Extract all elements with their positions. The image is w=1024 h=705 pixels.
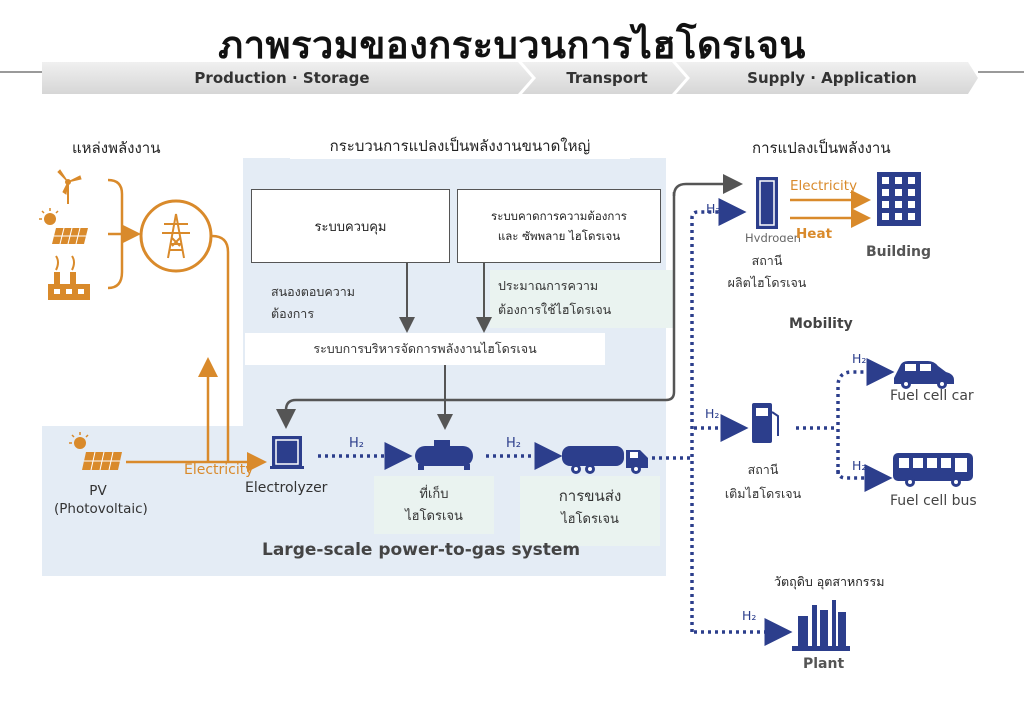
respond-line-1: สนองตอบความ: [271, 284, 355, 299]
system-name: Large-scale power-to-gas system: [262, 540, 581, 560]
respond-line-2: ต้องการ: [271, 306, 315, 321]
conversion-electricity-label: Electricity: [790, 178, 858, 194]
pv-sublabel: (Photovoltaic): [54, 501, 148, 517]
factory-icon: [48, 255, 90, 300]
tanker-truck-icon: [562, 446, 648, 474]
transport-line-2: ไฮโดรเจน: [561, 512, 619, 527]
refuel-station-line-1: สถานี: [747, 462, 779, 477]
industry-heading: วัตถุดิบ อุตสาหกรรม: [774, 574, 885, 589]
fuel-cell-bus-label: Fuel cell bus: [890, 493, 977, 509]
forecast-line-1: ระบบคาดการความต้องการ: [491, 209, 627, 223]
large-scale-heading: กระบวนการแปลงเป็นพลังงานขนาดใหญ่: [290, 133, 630, 159]
left-rule: [0, 71, 42, 73]
fuel-cell-car-icon: [894, 361, 954, 389]
refuel-station-line-2: เติมไฮโดรเจน: [724, 486, 802, 501]
forecast-line-2: และ ซัพพลาย ไฮโดรเจน: [497, 229, 621, 243]
storage-line-1: ที่เก็บ: [419, 487, 449, 502]
wind-turbine-icon: [57, 169, 82, 204]
fuel-cell-bus-icon: [893, 453, 973, 487]
grid-down-line: [211, 234, 230, 462]
right-rule: [978, 71, 1024, 73]
storage-label: ที่เก็บ ไฮโดรเจน: [374, 484, 494, 528]
plant-label: Plant: [803, 656, 845, 672]
hydrogen-station-icon: [756, 177, 778, 229]
stage-transport: Transport: [566, 69, 648, 87]
control-system-label: ระบบควบคุม: [314, 219, 387, 235]
transport-line-1: การขนส่ง: [558, 487, 622, 505]
transport-label: การขนส่ง ไฮโดรเจน: [520, 484, 660, 532]
electrolyzer-icon: [270, 436, 304, 469]
stage-bar: Production · Storage Transport Supply · …: [42, 62, 978, 94]
energy-source-heading: แหล่งพลังงาน: [72, 139, 161, 157]
transport-label-bg: [520, 476, 660, 546]
h2-label-car: H₂: [852, 351, 867, 366]
refuel-station-icon: [752, 403, 779, 443]
refuel-station-label: สถานี เติมไฮโดรเจน: [718, 458, 808, 506]
h2-label-station: H₂: [706, 201, 721, 216]
hydrogen-cut-label: Hydrogen: [745, 231, 801, 242]
pv-label: PV: [89, 483, 107, 499]
h2-label-bus: H₂: [852, 458, 867, 473]
h2-to-bus: [836, 464, 893, 492]
forecast-system-box: ระบบคาดการความต้องการ และ ซัพพลาย ไฮโดรเ…: [457, 189, 661, 263]
production-station-line-1: สถานี: [751, 253, 783, 268]
conversion-heading: การแปลงเป็นพลังงาน: [752, 139, 891, 157]
mobility-heading: Mobility: [789, 316, 853, 332]
h2-label-b: H₂: [506, 436, 521, 451]
solar-panel-icon: [39, 208, 88, 245]
storage-label-bg: [374, 476, 494, 534]
h2-to-car: [836, 358, 895, 474]
fuel-cell-car-label: Fuel cell car: [890, 388, 974, 404]
building-icon: [877, 172, 921, 226]
storage-line-2: ไฮโดรเจน: [405, 509, 463, 524]
stage-supply: Supply · Application: [747, 69, 917, 87]
to-station-arrow: [672, 174, 743, 197]
stage-bar-background: [42, 62, 978, 94]
page-title: ภาพรวมของกระบวนการไฮโดรเจน: [218, 23, 806, 67]
respond-demand-text: สนองตอบความ ต้องการ: [271, 281, 355, 325]
management-system-label: ระบบการบริหารจัดการพลังงานไฮโดรเจน: [245, 333, 605, 365]
h2-label-refuel: H₂: [705, 406, 720, 421]
electricity-label: Electricity: [184, 462, 254, 478]
production-station-label: สถานี ผลิตไฮโดรเจน: [722, 250, 812, 294]
h2-label-a: H₂: [349, 436, 364, 451]
control-system-box: ระบบควบคุม: [251, 189, 450, 263]
estimate-line-2: ต้องการใช้ไฮโดรเจน: [498, 302, 612, 317]
estimate-demand-text: ประมาณการความ ต้องการใช้ไฮโดรเจน: [490, 270, 675, 328]
electrolyzer-label: Electrolyzer: [245, 480, 328, 496]
pv-solar-icon: [69, 432, 122, 471]
plant-icon: [792, 600, 850, 651]
production-station-line-2: ผลิตไฮโดรเจน: [727, 275, 807, 290]
estimate-line-1: ประมาณการความ: [498, 278, 599, 293]
storage-tank-icon: [415, 440, 473, 470]
conversion-heat-label: Heat: [796, 226, 833, 242]
power-grid-icon: [139, 199, 213, 273]
pv-label-group: PV (Photovoltaic): [54, 482, 148, 518]
feedback-loop-arrow: [276, 192, 676, 429]
h2-to-production-station: [690, 198, 747, 632]
building-label: Building: [866, 244, 932, 260]
stage-production: Production · Storage: [194, 69, 370, 87]
h2-label-plant: H₂: [742, 608, 757, 623]
